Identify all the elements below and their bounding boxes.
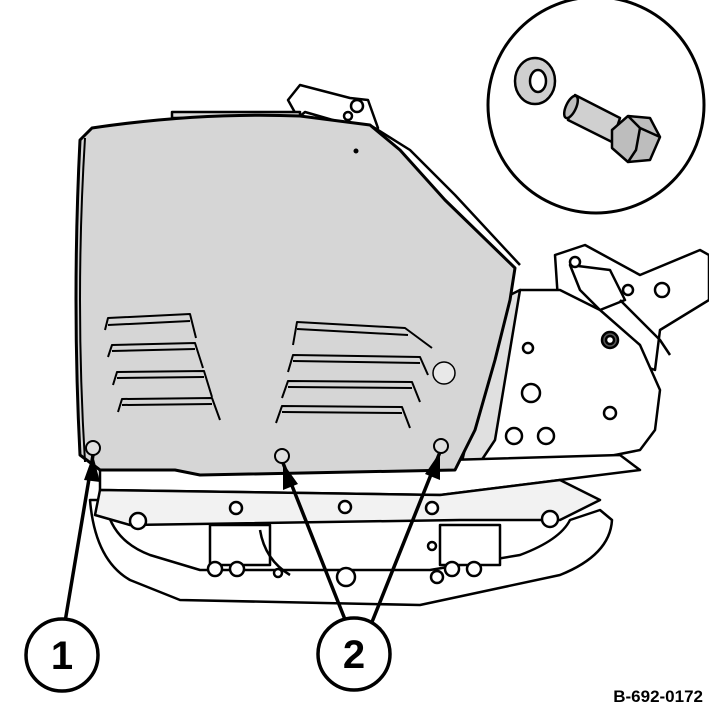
leader-lines xyxy=(63,451,442,623)
bolt-icon xyxy=(562,93,662,164)
leader-arrowheads xyxy=(84,452,440,490)
callout-1-label: 1 xyxy=(51,634,73,678)
washer-icon xyxy=(513,56,557,106)
base-plate xyxy=(88,453,642,607)
side-cover xyxy=(74,113,521,477)
callout-2-label: 2 xyxy=(343,633,365,677)
callout-1: 1 xyxy=(24,617,100,693)
callout-2: 2 xyxy=(316,616,392,692)
detail-inset xyxy=(486,0,706,215)
figure-code: B-692-0172 xyxy=(613,687,703,706)
